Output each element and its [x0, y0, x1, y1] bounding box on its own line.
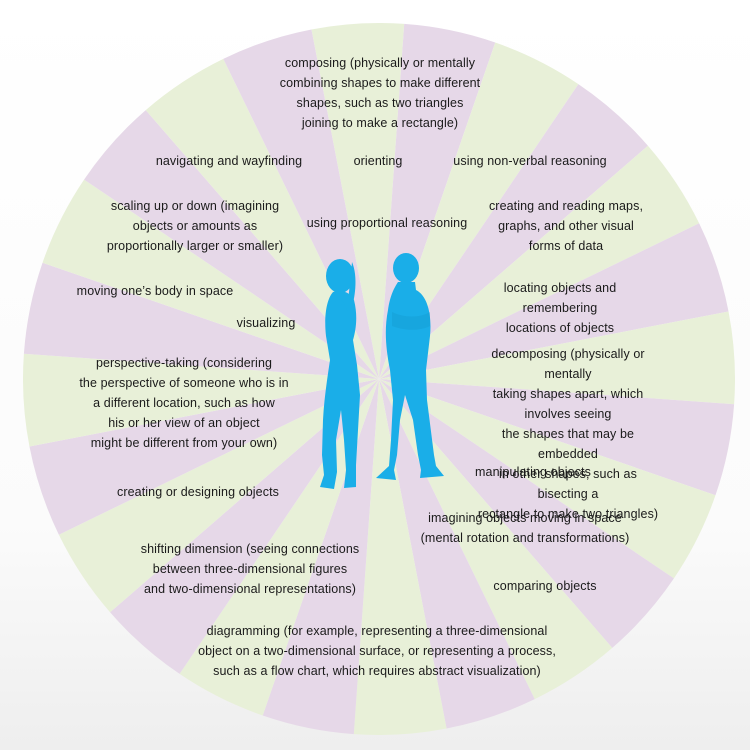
label-shifting-dimension: shifting dimension (seeing connections b… [141, 539, 360, 599]
label-manipulating: manipulating objects [475, 462, 591, 482]
label-comparing: comparing objects [493, 576, 596, 596]
label-perspective-taking: perspective-taking (considering the pers… [79, 353, 288, 453]
label-proportional-reasoning: using proportional reasoning [307, 213, 468, 233]
label-visualizing: visualizing [237, 313, 296, 333]
label-moving-body: moving one’s body in space [77, 281, 234, 301]
label-creating: creating or designing objects [117, 482, 279, 502]
label-imagining: imagining objects moving in space (menta… [421, 508, 630, 548]
label-maps: creating and reading maps, graphs, and o… [489, 196, 643, 256]
label-composing: composing (physically or mentally combin… [280, 53, 481, 133]
label-non-verbal-reasoning: using non-verbal reasoning [453, 151, 606, 171]
label-diagramming: diagramming (for example, representing a… [198, 621, 556, 681]
label-decomposing: decomposing (physically or mentally taki… [477, 344, 659, 524]
label-orienting: orienting [354, 151, 403, 171]
label-scaling: scaling up or down (imagining objects or… [107, 196, 283, 256]
label-locating: locating objects and remembering locatio… [465, 278, 655, 338]
label-navigating: navigating and wayfinding [156, 151, 302, 171]
